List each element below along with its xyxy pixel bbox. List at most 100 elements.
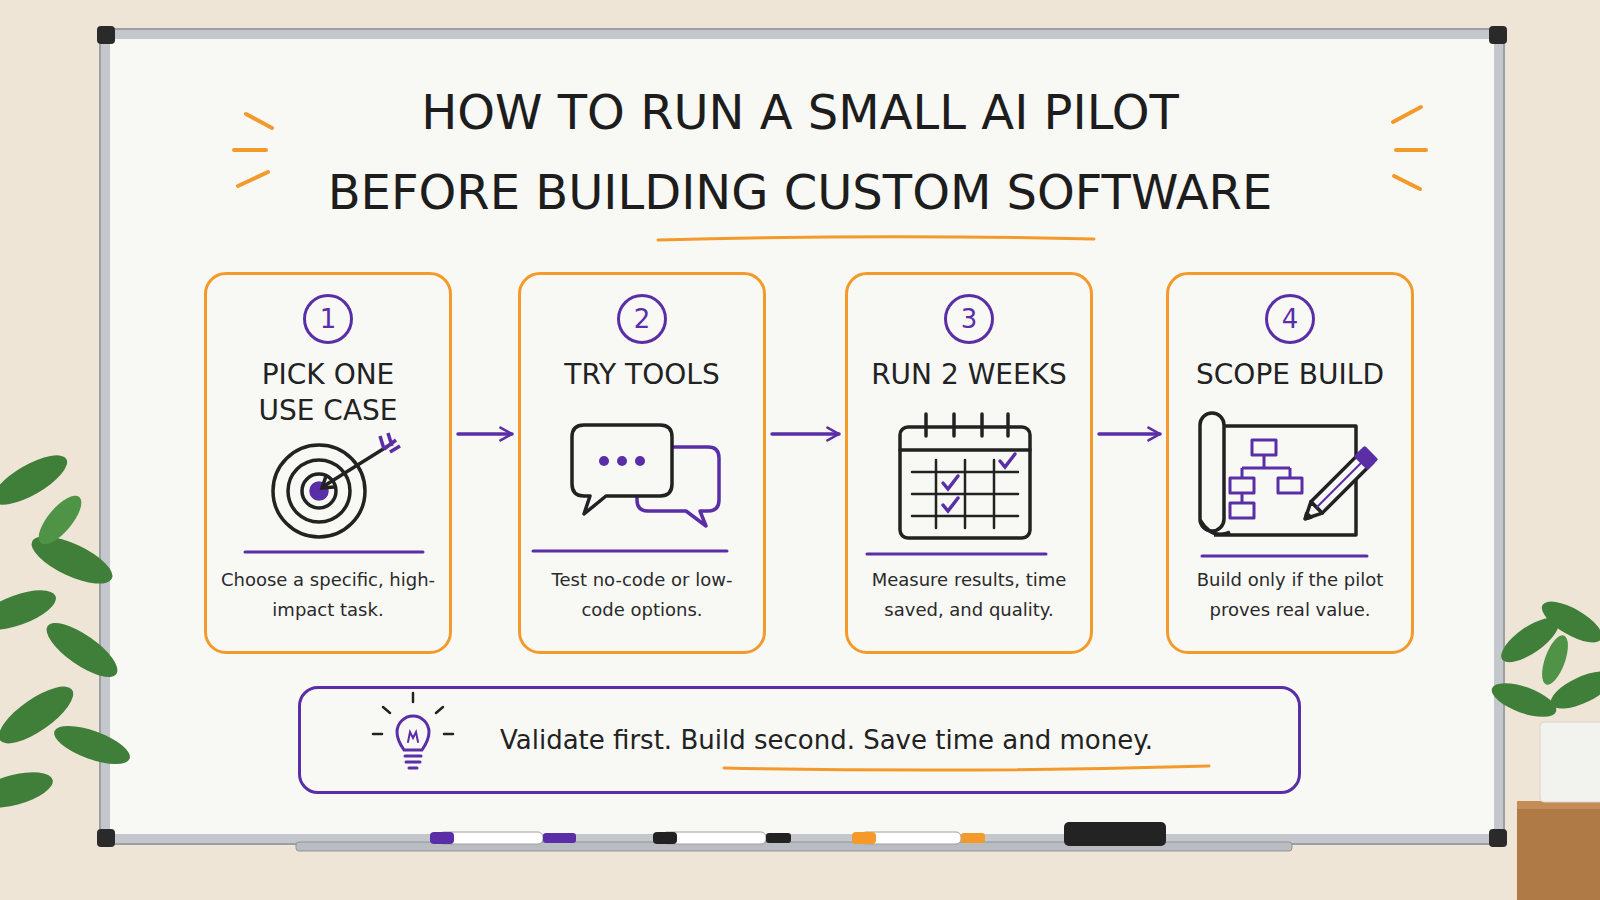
blueprint-icon (1200, 413, 1224, 531)
step-box: 2TRY TOOLS Test no-code or low-code optio… (518, 272, 766, 654)
whiteboard-frame (97, 26, 115, 44)
blueprint-icon (1303, 513, 1311, 521)
lightbulb-icon (405, 755, 421, 758)
title-sparks (234, 148, 266, 152)
blueprint-icon (1242, 467, 1290, 470)
calendar-icon (924, 414, 928, 436)
blueprint-icon (1200, 520, 1230, 534)
blueprint-icon (1278, 478, 1302, 493)
lightbulb-icon (408, 732, 418, 742)
calendar-icon (952, 414, 956, 436)
step-description: Test no-code or low-code options. (535, 565, 750, 625)
flow-arrow (458, 432, 512, 436)
flow-arrow (772, 432, 839, 436)
plant-left (50, 718, 135, 772)
lightbulb-icon (436, 707, 443, 713)
whiteboard-frame (97, 829, 115, 847)
lightbulb-icon (444, 733, 453, 736)
lightbulb-icon (412, 693, 415, 702)
tagline-underline (724, 766, 1209, 770)
chat-icon (599, 456, 609, 466)
blueprint-icon (1230, 478, 1254, 493)
step-heading: TRY TOOLS (527, 357, 757, 393)
step-heading: PICK ONE USE CASE (243, 357, 413, 429)
blueprint-icon (1230, 440, 1302, 518)
lightbulb-icon (373, 733, 382, 736)
orange-marker (852, 832, 985, 844)
step-heading: SCOPE BUILD (1175, 357, 1405, 393)
calendar-icon (1006, 414, 1010, 436)
orange-marker (852, 832, 876, 844)
title-sparks (246, 114, 272, 128)
chat-icon (572, 425, 719, 526)
black-marker (653, 832, 677, 844)
calendar-icon (900, 448, 1030, 452)
shelf (1517, 801, 1600, 900)
target-icon (322, 476, 334, 488)
chat-icon (617, 456, 627, 466)
whiteboard-frame (1489, 829, 1507, 847)
plant-right (1537, 632, 1574, 688)
step-number: 3 (944, 294, 994, 344)
orange-marker (961, 833, 985, 843)
calendar-icon (900, 414, 1030, 538)
eraser (1064, 822, 1166, 846)
lightbulb-icon (406, 761, 420, 764)
plant-right (1540, 722, 1600, 802)
plant-left (39, 614, 125, 687)
step-box: 3RUN 2 WEEKSMeasure results, time saved,… (845, 272, 1093, 654)
whiteboard-frame (1489, 26, 1507, 44)
chat-icon (572, 425, 672, 514)
step-heading: RUN 2 WEEKS (854, 357, 1084, 393)
step-number: 2 (617, 294, 667, 344)
tagline-underline (724, 766, 1209, 770)
black-marker (653, 832, 791, 844)
chat-icon (635, 456, 645, 466)
lightbulb-icon (409, 767, 417, 770)
blueprint-icon (1300, 448, 1376, 524)
target-icon (273, 445, 365, 537)
calendar-icon (935, 460, 938, 528)
purple-marker (430, 832, 454, 844)
lightbulb-icon (397, 716, 429, 750)
lightbulb-icon (373, 693, 453, 768)
plant-left (0, 446, 134, 815)
calendar-icon (943, 476, 958, 489)
icon-underlines (533, 550, 727, 553)
step-description: Build only if the pilot proves real valu… (1183, 565, 1398, 625)
lightbulb-icon (373, 693, 453, 734)
flow-arrow (1099, 432, 1160, 436)
calendar-icon (1000, 454, 1015, 467)
icon-underlines (1202, 555, 1367, 558)
blueprint-icon (1230, 503, 1254, 518)
whiteboard-frame (100, 29, 1504, 844)
black-marker (766, 833, 791, 843)
calendar-icon (993, 460, 996, 528)
step-box: 1PICK ONE USE CASEChoose a specific, hig… (204, 272, 452, 654)
summary-band: Validate first. Build second. Save time … (298, 686, 1301, 794)
plant-left (0, 765, 57, 815)
whiteboard-frame (97, 26, 1507, 847)
title-underline (658, 237, 1094, 240)
calendar-icon (943, 498, 958, 511)
blueprint-icon (1263, 455, 1266, 468)
purple-marker (430, 832, 576, 844)
blueprint-icon (1317, 462, 1362, 507)
title-underline (658, 237, 1094, 240)
whiteboard-frame (110, 39, 1494, 834)
title-sparks (238, 172, 268, 186)
lightbulb-icon (383, 707, 390, 713)
target-icon (324, 446, 388, 486)
black-marker (662, 832, 766, 844)
target-icon (380, 433, 400, 452)
summary-text: Validate first. Build second. Save time … (500, 723, 1290, 757)
plant-right (1536, 594, 1600, 651)
target-icon (302, 474, 336, 508)
calendar-icon (980, 414, 984, 436)
step-description: Choose a specific, high-impact task. (221, 565, 436, 625)
icon-underlines (245, 551, 423, 554)
calendar-icon (900, 427, 1030, 538)
step-box: 4SCOPE BUILDBuild only if the pilot prov… (1166, 272, 1414, 654)
